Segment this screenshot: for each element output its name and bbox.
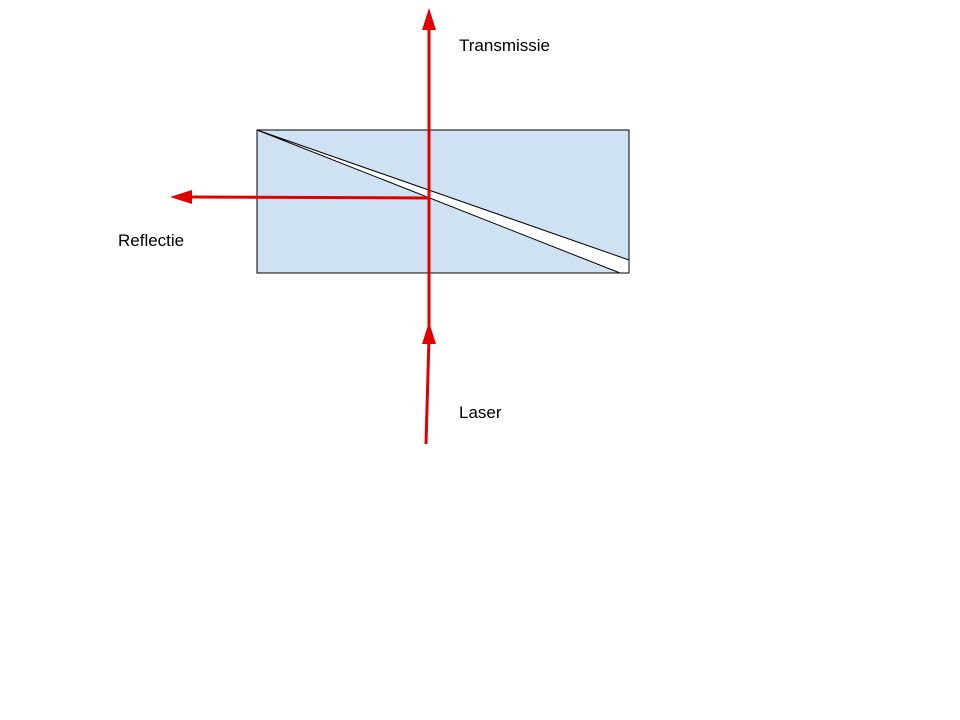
transmission-label: Transmissie [459, 36, 550, 55]
reflection-arrow-icon [170, 190, 192, 204]
transmission-arrow-icon [422, 8, 436, 30]
laser-beam [424, 337, 431, 445]
reflected-beam [189, 195, 430, 200]
laser-label: Laser [459, 403, 502, 422]
prism-air-gap [256, 129, 630, 274]
reflection-label: Reflectie [118, 231, 184, 250]
